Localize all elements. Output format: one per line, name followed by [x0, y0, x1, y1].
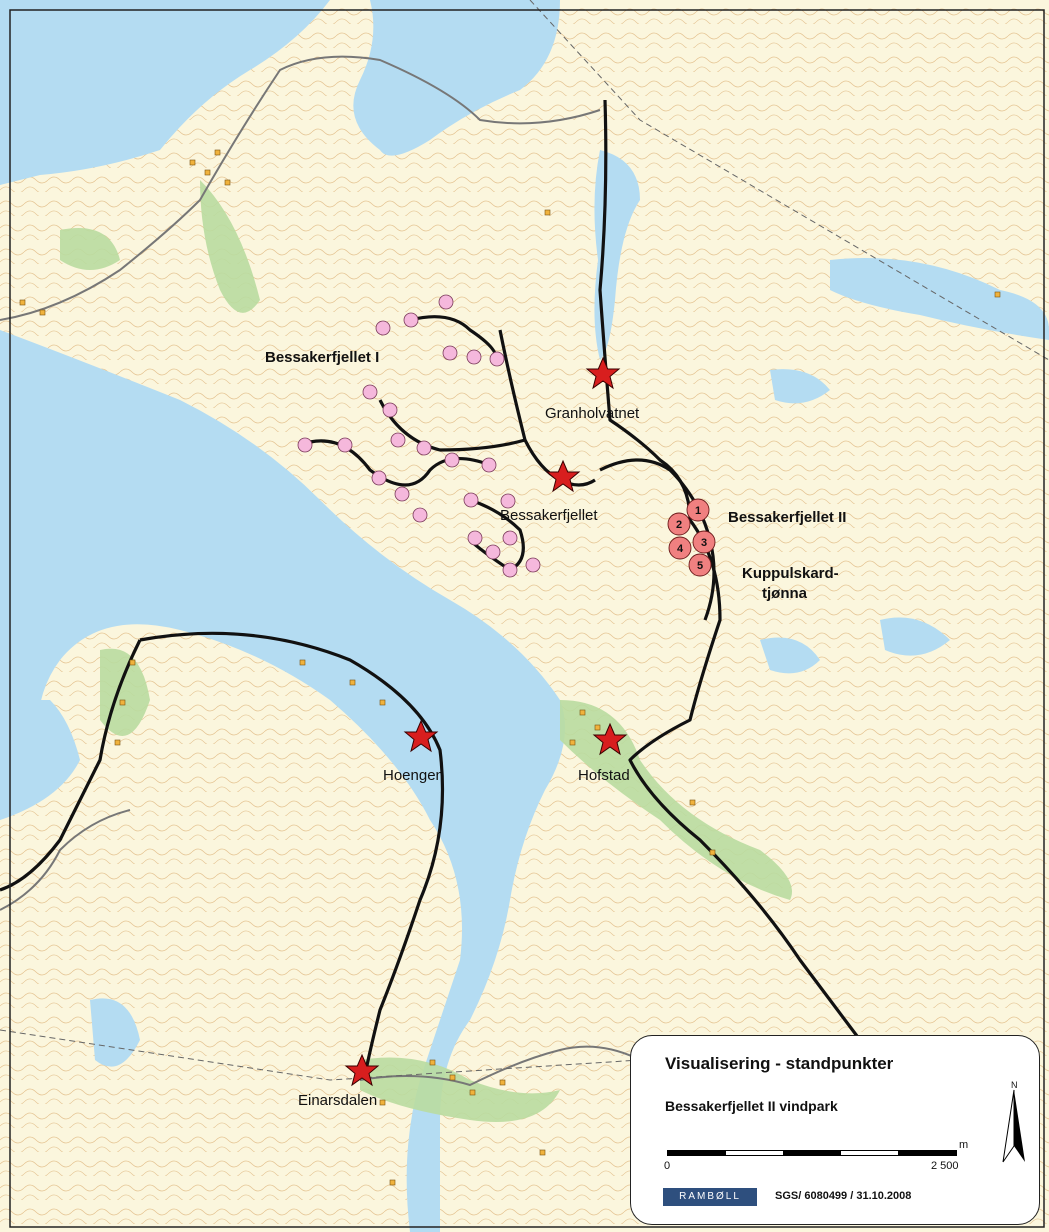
scale-bar	[667, 1150, 957, 1156]
viewpoint-star-icon	[592, 722, 628, 756]
company-logo: RAMBØLL	[663, 1188, 757, 1206]
turbine-circle-icon	[412, 507, 428, 523]
viewpoint-star-icon	[545, 459, 581, 493]
forest-1	[200, 180, 260, 313]
turbine-circle-icon	[382, 402, 398, 418]
turbine-circle-icon	[371, 470, 387, 486]
turbine-number-2: 2	[676, 519, 682, 531]
map-frame	[9, 9, 1045, 1228]
small-lake-1	[760, 637, 820, 674]
viewpoint-star-icon	[585, 356, 621, 390]
turbine-number-4: 4	[677, 543, 684, 555]
turbine-circle-icon	[438, 294, 454, 310]
turbine-circle-icon	[442, 345, 458, 361]
map-reference: SGS/ 6080499 / 31.10.2008	[775, 1190, 912, 1202]
turbine-circle-icon	[394, 486, 410, 502]
turbine-number-3: 3	[701, 537, 707, 549]
label-bessakerfjellet: Bessakerfjellet	[500, 507, 598, 524]
power-line-ne	[529, 0, 1049, 361]
main-fjord	[0, 330, 565, 1232]
label-bessakerfjellet-i: Bessakerfjellet I	[265, 349, 379, 366]
turbine-circle-icon	[467, 530, 483, 546]
legend-title: Visualisering - standpunkter	[665, 1054, 894, 1073]
turbine-circle-icon	[481, 457, 497, 473]
turbine-circle-icon	[390, 432, 406, 448]
north-label: N	[1011, 1080, 1018, 1090]
place-labels: Bessakerfjellet I Granholvatnet Bessaker…	[265, 349, 846, 1109]
turbine-numbers: 1 2 3 4 5	[676, 505, 707, 572]
buildings	[19, 149, 1001, 1186]
scale-unit: m	[959, 1139, 969, 1151]
viewpoint-star-icon	[403, 719, 439, 753]
road-hoengen	[139, 631, 445, 1076]
turbine-circle-icon	[502, 562, 518, 578]
turbine-circle-icon	[403, 312, 419, 328]
viewpoints	[344, 356, 628, 1087]
existing-turbines	[297, 294, 541, 578]
legend-subtitle: Bessakerfjellet II vindpark	[665, 1098, 838, 1114]
turbine-circle-icon	[485, 544, 501, 560]
fjord-west-arm	[0, 700, 80, 820]
turbine-circle-icon	[466, 349, 482, 365]
turbine-circle-icon	[692, 530, 716, 554]
label-kuppulskard-1: Kuppulskard-	[742, 565, 839, 582]
planned-turbines	[667, 498, 716, 577]
turbine-circle-icon	[500, 493, 516, 509]
legend-box: Visualisering - standpunkter Bessakerfje…	[630, 1035, 1040, 1225]
forest-3	[100, 648, 150, 736]
small-lake-3	[90, 998, 140, 1067]
lake-north-center	[353, 0, 560, 156]
turbine-circle-icon	[688, 553, 712, 577]
turbine-circle-icon	[444, 452, 460, 468]
turbine-number-5: 5	[697, 560, 703, 572]
road-west-coast	[0, 639, 142, 892]
scale-start: 0	[664, 1160, 671, 1172]
turbine-circle-icon	[686, 498, 710, 522]
turbine-circle-icon	[667, 512, 691, 536]
label-hofstad: Hofstad	[578, 767, 630, 784]
turbine-circle-icon	[416, 440, 432, 456]
road-south	[359, 1045, 641, 1087]
viewpoint-star-icon	[344, 1053, 380, 1087]
turbine-circle-icon	[668, 536, 692, 560]
label-einarsdalen: Einarsdalen	[298, 1092, 377, 1109]
small-lake-2	[880, 617, 950, 656]
turbine-circle-icon	[362, 384, 378, 400]
forest-5	[60, 228, 120, 270]
turbine-circle-icon	[463, 492, 479, 508]
fjord-north	[0, 0, 330, 185]
turbine-circle-icon	[525, 557, 541, 573]
power-lines	[0, 0, 1049, 1081]
road-south-west	[0, 809, 131, 911]
forest-4	[360, 1057, 560, 1122]
turbine-circle-icon	[502, 530, 518, 546]
turbine-number-1: 1	[695, 505, 701, 517]
label-hoengen: Hoengen	[383, 767, 444, 784]
turbine-circle-icon	[375, 320, 391, 336]
label-kuppulskard-2: tjønna	[762, 585, 808, 602]
road-bessaker-i-c	[468, 498, 525, 572]
road-north	[0, 55, 601, 321]
turbine-circle-icon	[489, 351, 505, 367]
small-lake-4	[770, 369, 830, 404]
power-line-s	[0, 1029, 641, 1081]
road-bessaker-i-main	[378, 329, 527, 452]
scale-end: 2 500	[931, 1160, 959, 1172]
label-bessakerfjellet-ii: Bessakerfjellet II	[728, 509, 846, 526]
secondary-roads	[0, 55, 641, 1087]
lake-east	[830, 258, 1049, 340]
north-arrow-icon	[1002, 1089, 1025, 1163]
label-granholvatnet: Granholvatnet	[545, 405, 640, 422]
turbine-circle-icon	[337, 437, 353, 453]
turbine-circle-icon	[297, 437, 313, 453]
